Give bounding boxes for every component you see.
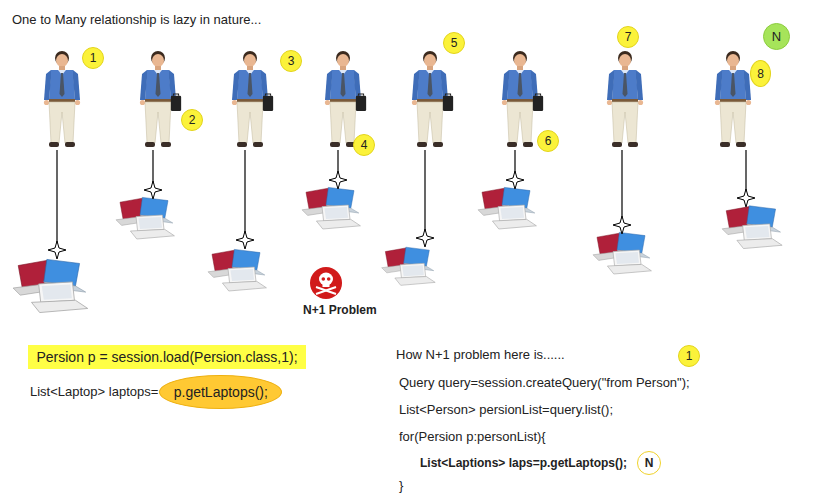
node-text: p.getLaptops(); [174, 384, 268, 400]
callout-number: 6 [537, 130, 559, 152]
callout-number: 1 [678, 345, 700, 367]
node-text: 4 [361, 138, 368, 152]
relation-star [506, 171, 524, 189]
node-text: N [772, 29, 781, 44]
person-figures [44, 51, 751, 147]
relation-star [48, 241, 66, 259]
person-figure [44, 51, 80, 147]
node-text: 8 [757, 67, 764, 81]
relation-star [737, 189, 755, 207]
callout-number: 2 [181, 109, 203, 131]
relation-star [144, 181, 162, 199]
person-figure [502, 51, 538, 147]
briefcase [443, 94, 453, 111]
node-text: 6 [545, 134, 552, 148]
person-figure [325, 51, 361, 147]
laptop-group [593, 232, 651, 274]
highlight-box: Persion p = session.load(Persion.class,1… [28, 345, 306, 369]
section-heading: How N+1 problem here is...... [396, 347, 565, 363]
laptop-group [478, 187, 536, 229]
laptop-group [722, 206, 782, 249]
person-figure [232, 51, 268, 147]
callout-number: 4 [353, 134, 375, 156]
laptop-group [13, 259, 88, 312]
relation-lines [57, 150, 746, 250]
briefcase [533, 94, 543, 111]
callout-ring: N [637, 451, 661, 475]
code-line: } [399, 478, 403, 494]
callout-number: N [763, 23, 790, 50]
code-line: List<Laptop> laptops= [30, 384, 158, 400]
skull-icon [310, 267, 342, 299]
laptop-group [208, 249, 266, 291]
node-text: Persion p = session.load(Persion.class,1… [36, 349, 297, 365]
relation-star [613, 216, 631, 234]
callout-number: 5 [443, 32, 465, 54]
person-figure [715, 51, 751, 147]
relation-stars [48, 171, 755, 259]
relation-star [236, 231, 254, 249]
callout-number: 1 [82, 47, 104, 69]
node-text: 1 [90, 51, 97, 65]
laptop-group [302, 187, 360, 229]
relation-star [329, 171, 347, 189]
node-text: 3 [288, 54, 295, 68]
briefcases [171, 94, 543, 111]
relation-star [416, 229, 434, 247]
person-figure [607, 51, 643, 147]
diagram-title: One to Many relationship is lazy in natu… [12, 12, 261, 28]
node-text: 2 [189, 113, 196, 127]
relation-line [56, 150, 57, 250]
relation-line [424, 150, 425, 238]
callout-number: 8 [750, 60, 771, 87]
relation-line [244, 150, 245, 240]
laptop-group [382, 247, 436, 285]
code-line: List<Laptions> laps=p.getLaptops(); [420, 455, 627, 471]
laptop-groups [13, 187, 782, 312]
code-line: Query query=session.createQuery("from Pe… [399, 375, 690, 391]
callout-number: 3 [280, 50, 302, 72]
highlight-ellipse: p.getLaptops(); [159, 375, 282, 409]
node-text: 1 [686, 349, 693, 363]
problem-caption: N+1 Problem [303, 302, 377, 318]
node-text: 5 [451, 36, 458, 50]
node-text: N [645, 456, 654, 470]
node-text: 7 [625, 30, 632, 44]
person-figure [140, 51, 176, 147]
person-figure [412, 51, 448, 147]
callout-number: 7 [617, 26, 639, 48]
relation-line [621, 150, 622, 225]
briefcase [263, 94, 273, 111]
code-line: List<Person> persionList=query.list(); [399, 402, 613, 418]
briefcase [356, 94, 366, 111]
briefcase [171, 94, 181, 111]
laptop-group [116, 197, 174, 239]
code-line: for(Persion p:personList){ [399, 429, 546, 445]
